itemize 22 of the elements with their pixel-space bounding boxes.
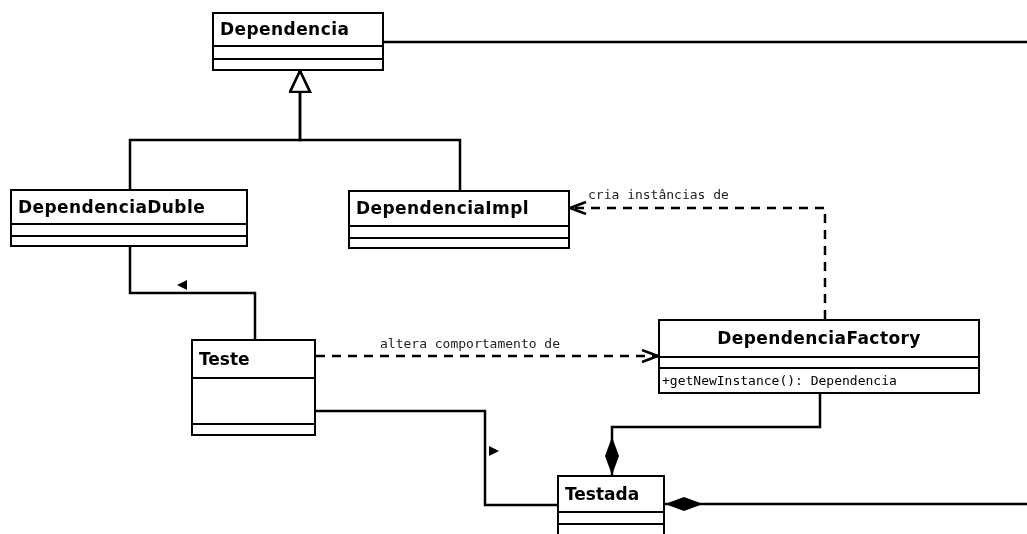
generalization-arrow xyxy=(288,69,462,190)
class-box xyxy=(557,475,665,534)
class-box xyxy=(348,190,570,249)
association-line xyxy=(316,409,557,507)
composition-line xyxy=(665,497,1027,511)
class-name: DependenciaFactory xyxy=(717,330,921,347)
edge-label: cria instâncias de xyxy=(588,188,729,201)
class-name: DependenciaImpl xyxy=(356,200,530,217)
class-name: DependenciaDuble xyxy=(18,198,206,216)
class-name: Teste xyxy=(199,350,250,368)
method-signature: +getNewInstance(): Dependencia xyxy=(662,374,897,387)
association-line xyxy=(384,40,1027,44)
class-name: Testada xyxy=(565,485,640,503)
class-box xyxy=(212,12,384,71)
dependency-arrow xyxy=(316,348,660,364)
composition-line xyxy=(605,394,822,475)
class-box xyxy=(658,319,980,394)
edge-label: altera comportamento de xyxy=(380,337,560,350)
association-line xyxy=(128,247,257,339)
class-box xyxy=(10,189,248,247)
class-name: Dependencia xyxy=(220,21,350,38)
class-box xyxy=(191,339,316,436)
